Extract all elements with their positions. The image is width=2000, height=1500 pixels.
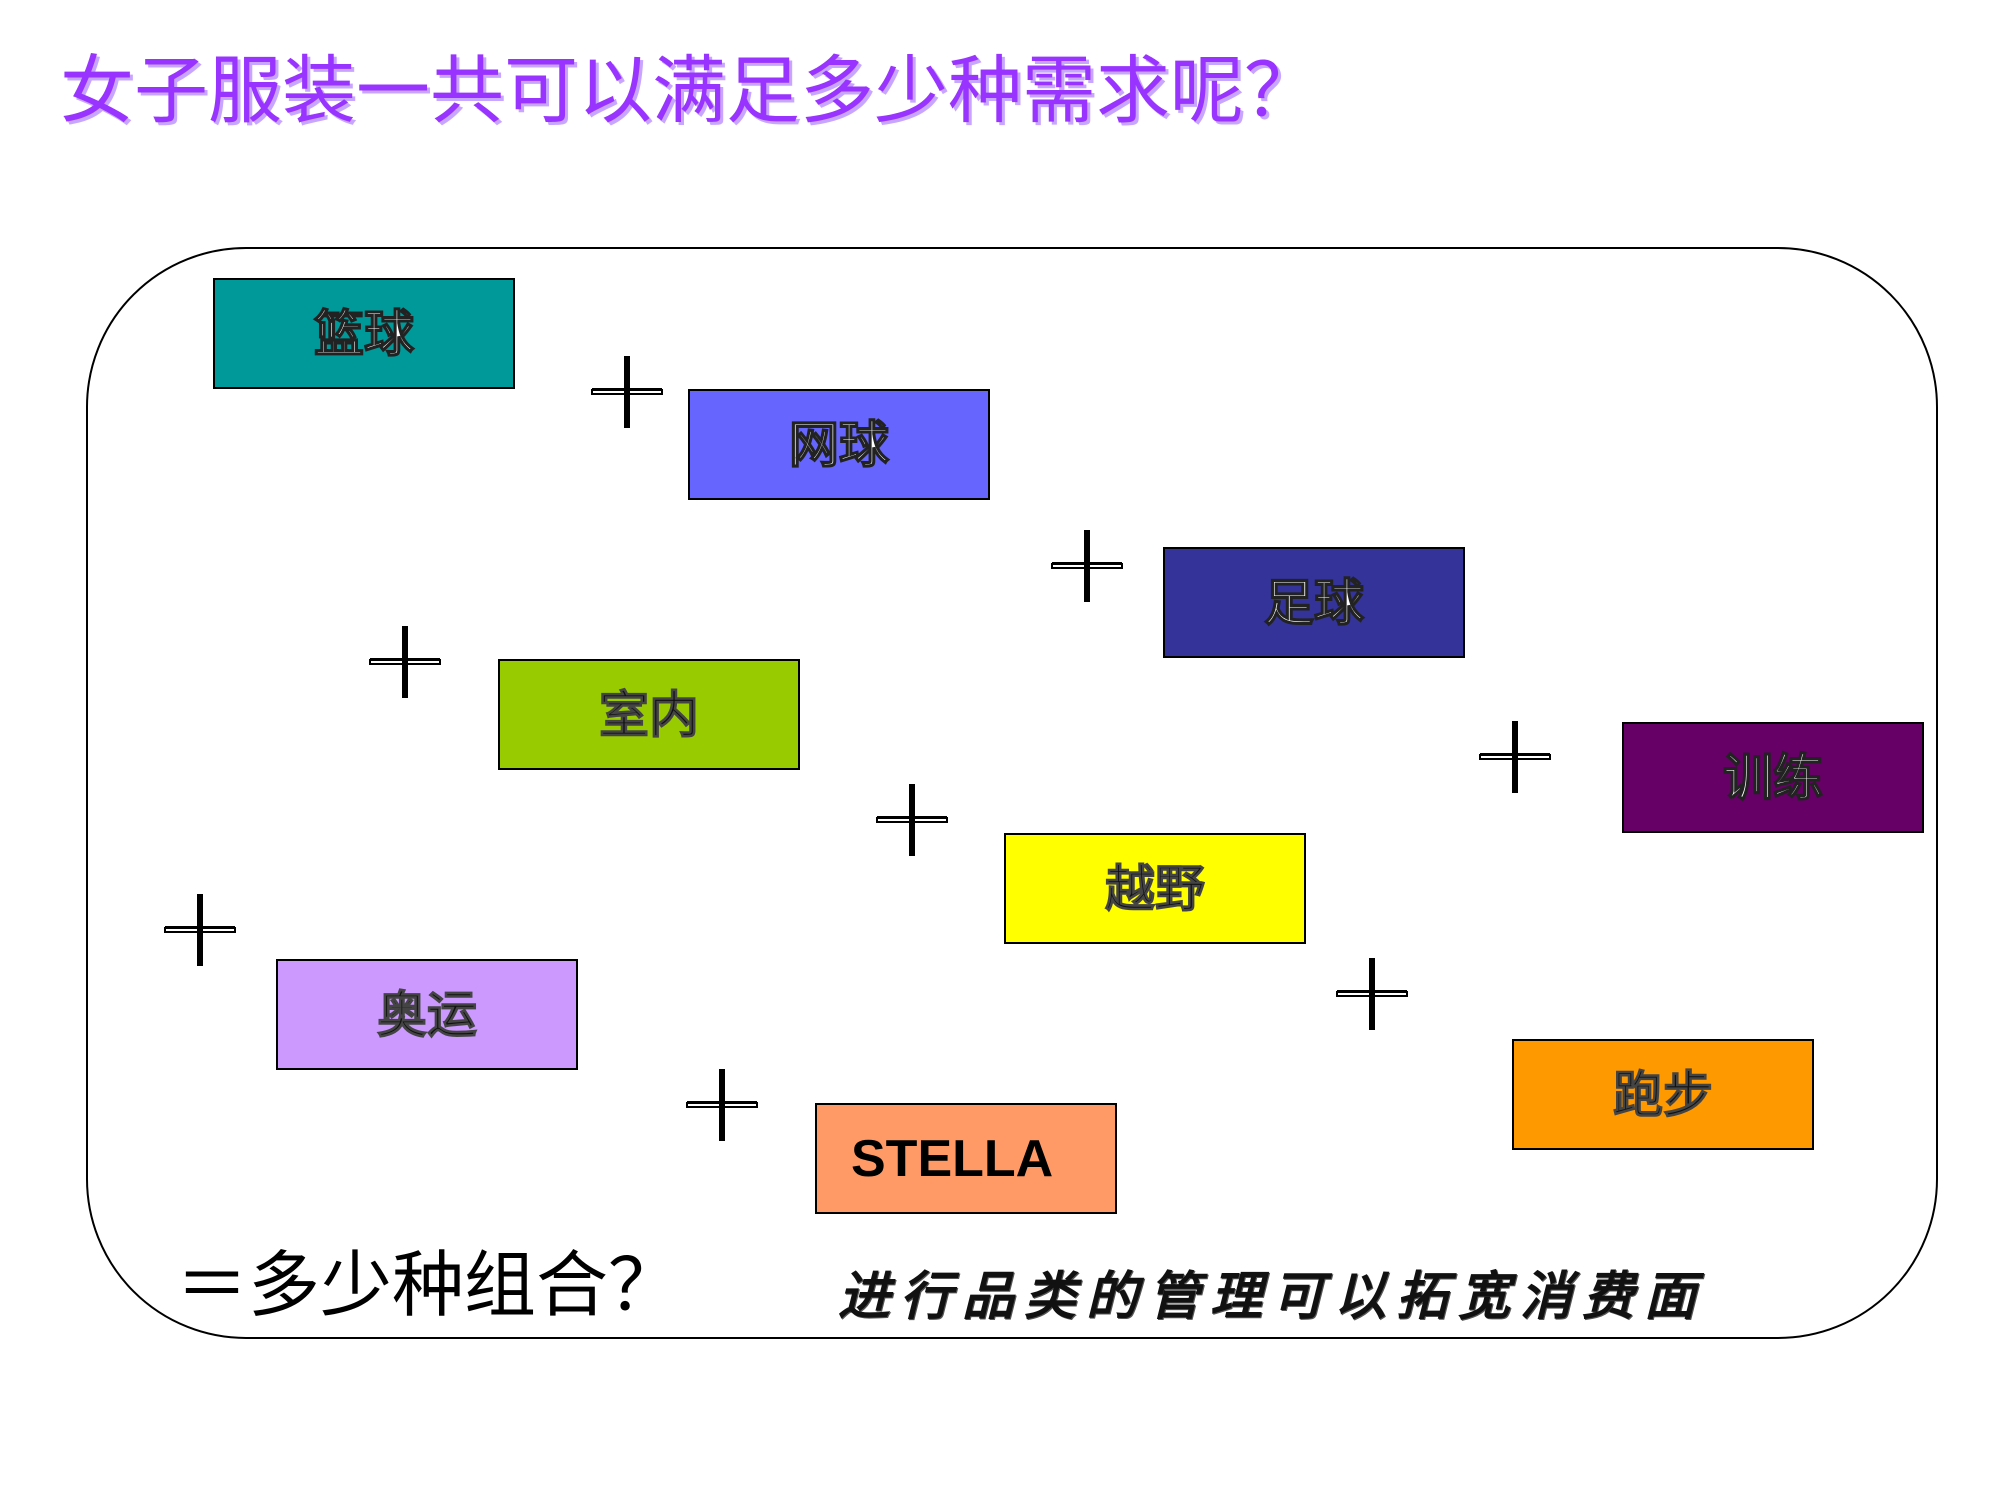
plus-icon bbox=[369, 626, 441, 698]
plus-icon bbox=[1051, 530, 1123, 602]
slide-title: 女子服装一共可以满足多少种需求呢？ bbox=[60, 48, 1318, 134]
tag-cross-country: 越野 bbox=[1004, 833, 1306, 944]
combination-question: ＝多少种组合？ bbox=[176, 1243, 681, 1327]
plus-icon bbox=[164, 894, 236, 966]
plus-icon bbox=[876, 784, 948, 856]
tag-football-label: 足球 bbox=[1263, 573, 1365, 632]
tag-olympics-label: 奥运 bbox=[377, 985, 478, 1044]
plus-icon bbox=[591, 356, 663, 428]
tag-indoor: 室内 bbox=[498, 659, 800, 770]
tag-olympics: 奥运 bbox=[276, 959, 578, 1070]
tag-indoor-label: 室内 bbox=[599, 685, 700, 744]
tag-training: 训练 bbox=[1622, 722, 1924, 833]
plus-icon bbox=[1336, 958, 1408, 1030]
tag-stella-label: STELLA bbox=[851, 1129, 1054, 1188]
tag-stella: STELLA bbox=[815, 1103, 1117, 1214]
plus-icon bbox=[1479, 721, 1551, 793]
tag-football: 足球 bbox=[1163, 547, 1465, 658]
conclusion-text: 进行品类的管理可以拓宽消费面 bbox=[838, 1266, 1707, 1327]
tag-basketball-label: 篮球 bbox=[313, 304, 415, 363]
category-frame bbox=[86, 247, 1938, 1339]
plus-icon bbox=[686, 1069, 758, 1141]
tag-basketball: 篮球 bbox=[213, 278, 515, 389]
tag-running: 跑步 bbox=[1512, 1039, 1814, 1150]
tag-tennis: 网球 bbox=[688, 389, 990, 500]
tag-cross-country-label: 越野 bbox=[1105, 859, 1206, 918]
tag-training-label: 训练 bbox=[1722, 748, 1824, 807]
tag-running-label: 跑步 bbox=[1613, 1065, 1714, 1124]
tag-tennis-label: 网球 bbox=[788, 415, 890, 474]
